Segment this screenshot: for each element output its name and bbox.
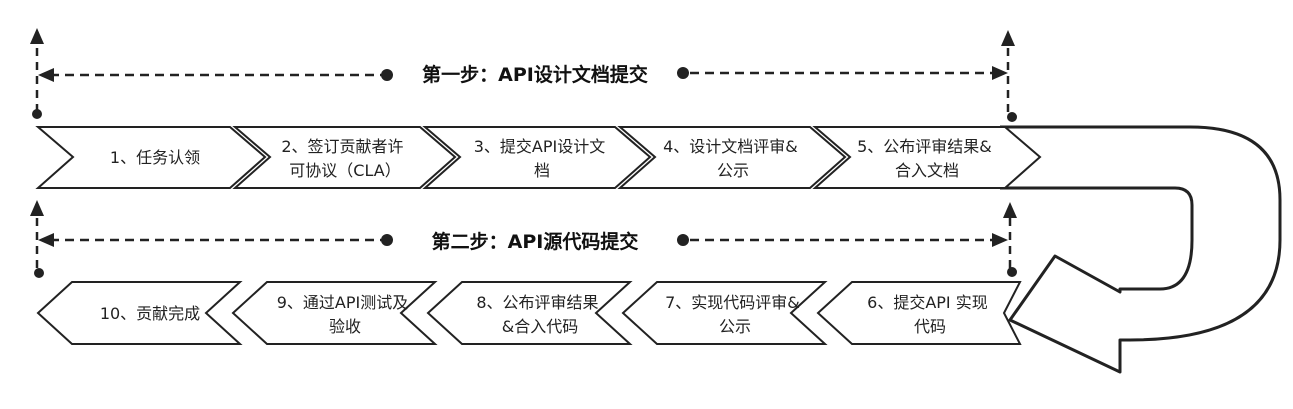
step-chevron-8 [426, 281, 633, 345]
step-chevron-2 [232, 126, 457, 189]
step-label-5-line-2: 合入文档 [895, 161, 959, 180]
step-label-4: 4、设计文档评审& 公示 [663, 137, 803, 180]
step-label-3-line-1: 3、提交API设计文 [474, 137, 606, 156]
step-label-7-line-1: 7、实现代码评审& [665, 293, 800, 312]
step-label-3: 3、提交API设计文 档 [474, 137, 611, 180]
u-turn-band [1000, 125, 1282, 374]
step-label-8: 8、公布评审结果 &合入代码 [476, 293, 603, 336]
step-label-6-line-1: 6、提交API 实现 [867, 293, 988, 312]
step-label-1-line-1: 1、任务认领 [110, 148, 200, 167]
step-label-6-line-2: 代码 [914, 317, 946, 336]
step-label-9: 9、通过API测试及 验收 [277, 293, 414, 336]
step-label-10-line-1: 10、贡献完成 [100, 304, 200, 323]
stage2-title: 第二步：API源代码提交 [432, 230, 639, 253]
step-label-7: 7、实现代码评审& 公示 [665, 293, 805, 336]
step-label-7-line-2: 公示 [719, 317, 751, 336]
step-label-8-line-2: &合入代码 [502, 317, 578, 336]
step-chevron-9 [231, 281, 438, 345]
step-label-2: 2、签订贡献者许 可协议（CLA） [281, 137, 408, 180]
step-label-2-line-2: 可协议（CLA） [289, 161, 400, 180]
step-label-4-line-1: 4、设计文档评审& [663, 137, 798, 156]
step-label-10: 10、贡献完成 [100, 304, 200, 323]
step-label-5-line-1: 5、公布评审结果& [857, 137, 992, 156]
step-chevron-3 [422, 126, 652, 189]
step-label-5: 5、公布评审结果& 合入文档 [857, 137, 997, 180]
stage2-bracket [30, 200, 1017, 278]
step-chevron-6 [816, 281, 1022, 345]
step-label-9-line-2: 验收 [329, 317, 361, 336]
step-label-3-line-2: 档 [534, 161, 550, 180]
step-label-1: 1、任务认领 [110, 148, 200, 167]
step-chevron-4 [617, 126, 847, 189]
step-label-2-line-1: 2、签订贡献者许 [281, 137, 403, 156]
step-label-6: 6、提交API 实现 代码 [867, 293, 993, 336]
step-chevron-10 [36, 281, 243, 345]
row1-chevrons [35, 126, 1042, 189]
row2-chevrons [36, 281, 1022, 345]
step-chevron-7 [621, 281, 828, 345]
stage1-bracket [30, 28, 1017, 122]
step-chevron-5 [812, 126, 1042, 189]
step-label-9-line-1: 9、通过API测试及 [277, 293, 409, 312]
step-label-8-line-1: 8、公布评审结果 [476, 293, 598, 312]
step-chevron-1 [35, 126, 267, 189]
stage1-title: 第一步：API设计文档提交 [422, 63, 648, 86]
step-label-4-line-2: 公示 [717, 161, 749, 180]
